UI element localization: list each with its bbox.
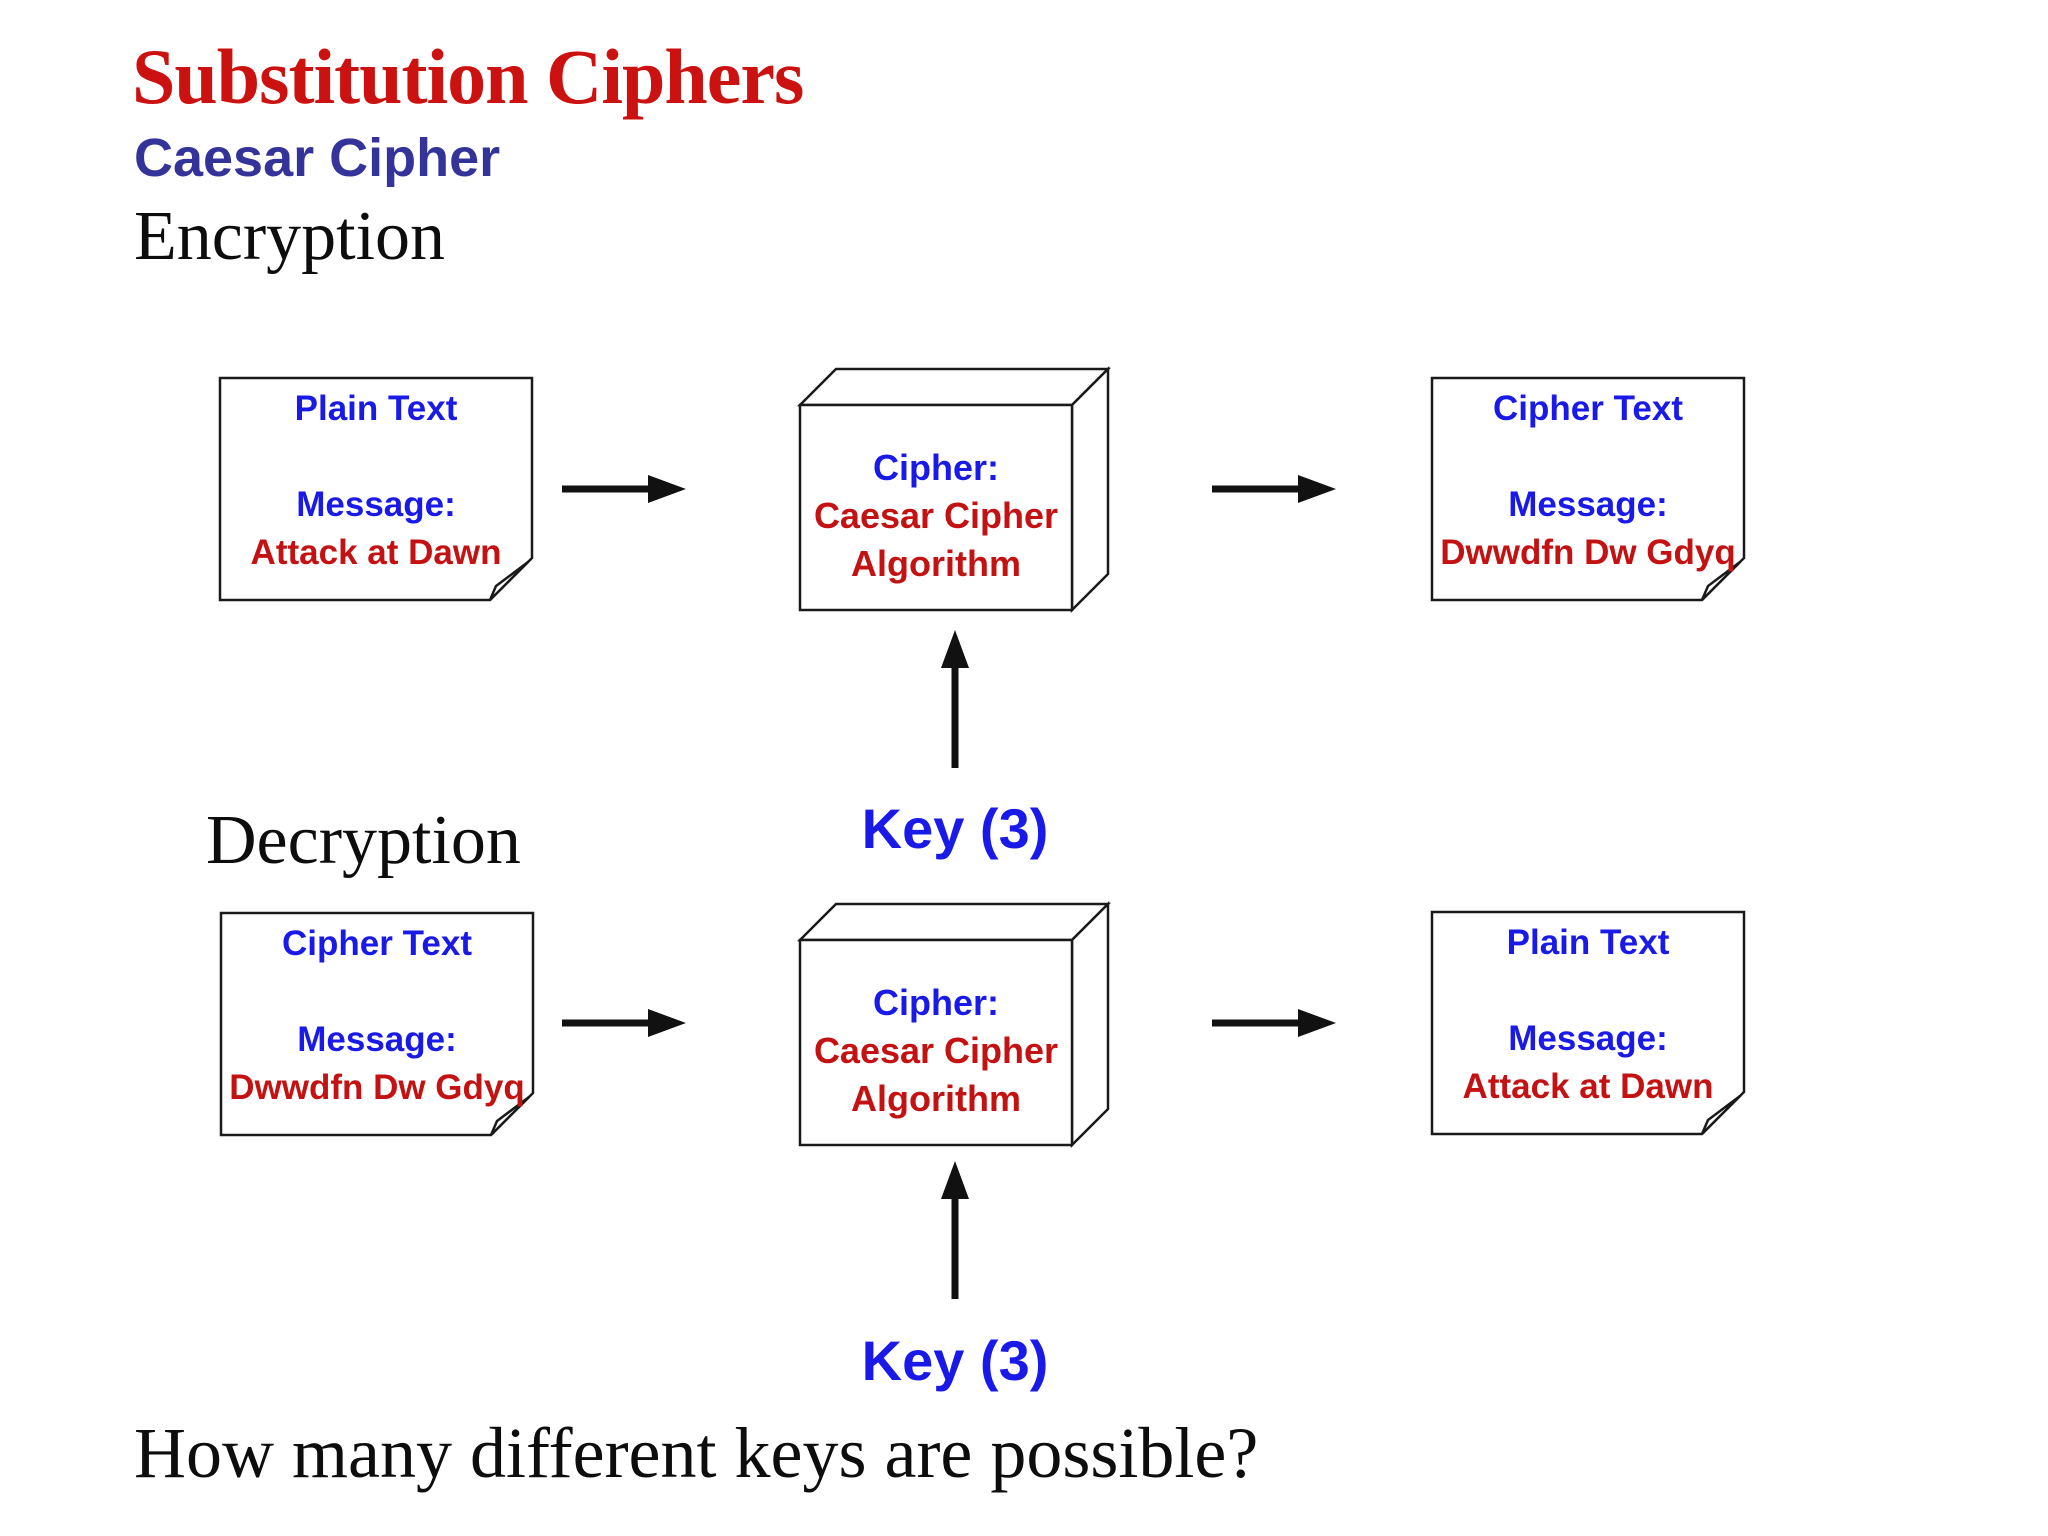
encryption-input-document-shape (218, 376, 534, 602)
decryption-output-message: Attack at Dawn (1462, 1067, 1714, 1106)
folded-corner-icon (1700, 561, 1741, 601)
decryption-input-title: Cipher Text (282, 924, 472, 963)
folded-corner-icon (489, 1096, 530, 1136)
encryption-output-message-label: Message: (1508, 485, 1668, 524)
encryption-cipher-name-line1: Caesar Cipher (813, 495, 1059, 536)
encryption-key-label: Key (3) (861, 797, 1049, 860)
decryption-section-heading: Decryption (206, 802, 521, 879)
decryption-key-label: Key (3) (861, 1329, 1049, 1392)
decryption-cipher-name-line1: Caesar Cipher (813, 1030, 1059, 1071)
decryption-input-message: Dwwdfn Dw Gdyq (229, 1068, 525, 1107)
encryption-output-document-shape (1430, 376, 1746, 602)
page-title: Substitution Ciphers (132, 33, 804, 120)
folded-corner-icon (1700, 1095, 1741, 1135)
folded-corner-icon (488, 561, 529, 601)
page-subtitle: Caesar Cipher (134, 128, 501, 188)
encryption-section-heading: Encryption (134, 198, 446, 275)
encryption-output-title: Cipher Text (1493, 389, 1683, 428)
decryption-output-title: Plain Text (1506, 923, 1670, 962)
encryption-cipher-box-shape (796, 365, 1112, 614)
decryption-cipher-name-line2: Algorithm (851, 1078, 1021, 1119)
encryption-cipher-label: Cipher: (873, 447, 999, 488)
decryption-arrow-input-to-cipher-icon (562, 1009, 686, 1037)
encryption-key-arrow-icon (941, 630, 969, 768)
decryption-output-message-label: Message: (1508, 1019, 1668, 1058)
encryption-cipher-name-line2: Algorithm (851, 543, 1021, 584)
encryption-output-message: Dwwdfn Dw Gdyq (1440, 533, 1736, 572)
encryption-input-title: Plain Text (294, 389, 458, 428)
encryption-arrow-cipher-to-output-icon (1212, 475, 1336, 503)
decryption-input-document-shape (219, 911, 535, 1137)
decryption-input-message-label: Message: (297, 1020, 457, 1059)
encryption-arrow-input-to-cipher-icon (562, 475, 686, 503)
decryption-arrow-cipher-to-output-icon (1212, 1009, 1336, 1037)
encryption-input-message-label: Message: (296, 485, 456, 524)
decryption-key-arrow-icon (941, 1161, 969, 1299)
encryption-input-message: Attack at Dawn (250, 533, 502, 572)
decryption-cipher-box-shape (796, 900, 1112, 1149)
question-text: How many different keys are possible? (134, 1413, 1259, 1493)
decryption-cipher-label: Cipher: (873, 982, 999, 1023)
decryption-output-document-shape (1430, 910, 1746, 1136)
